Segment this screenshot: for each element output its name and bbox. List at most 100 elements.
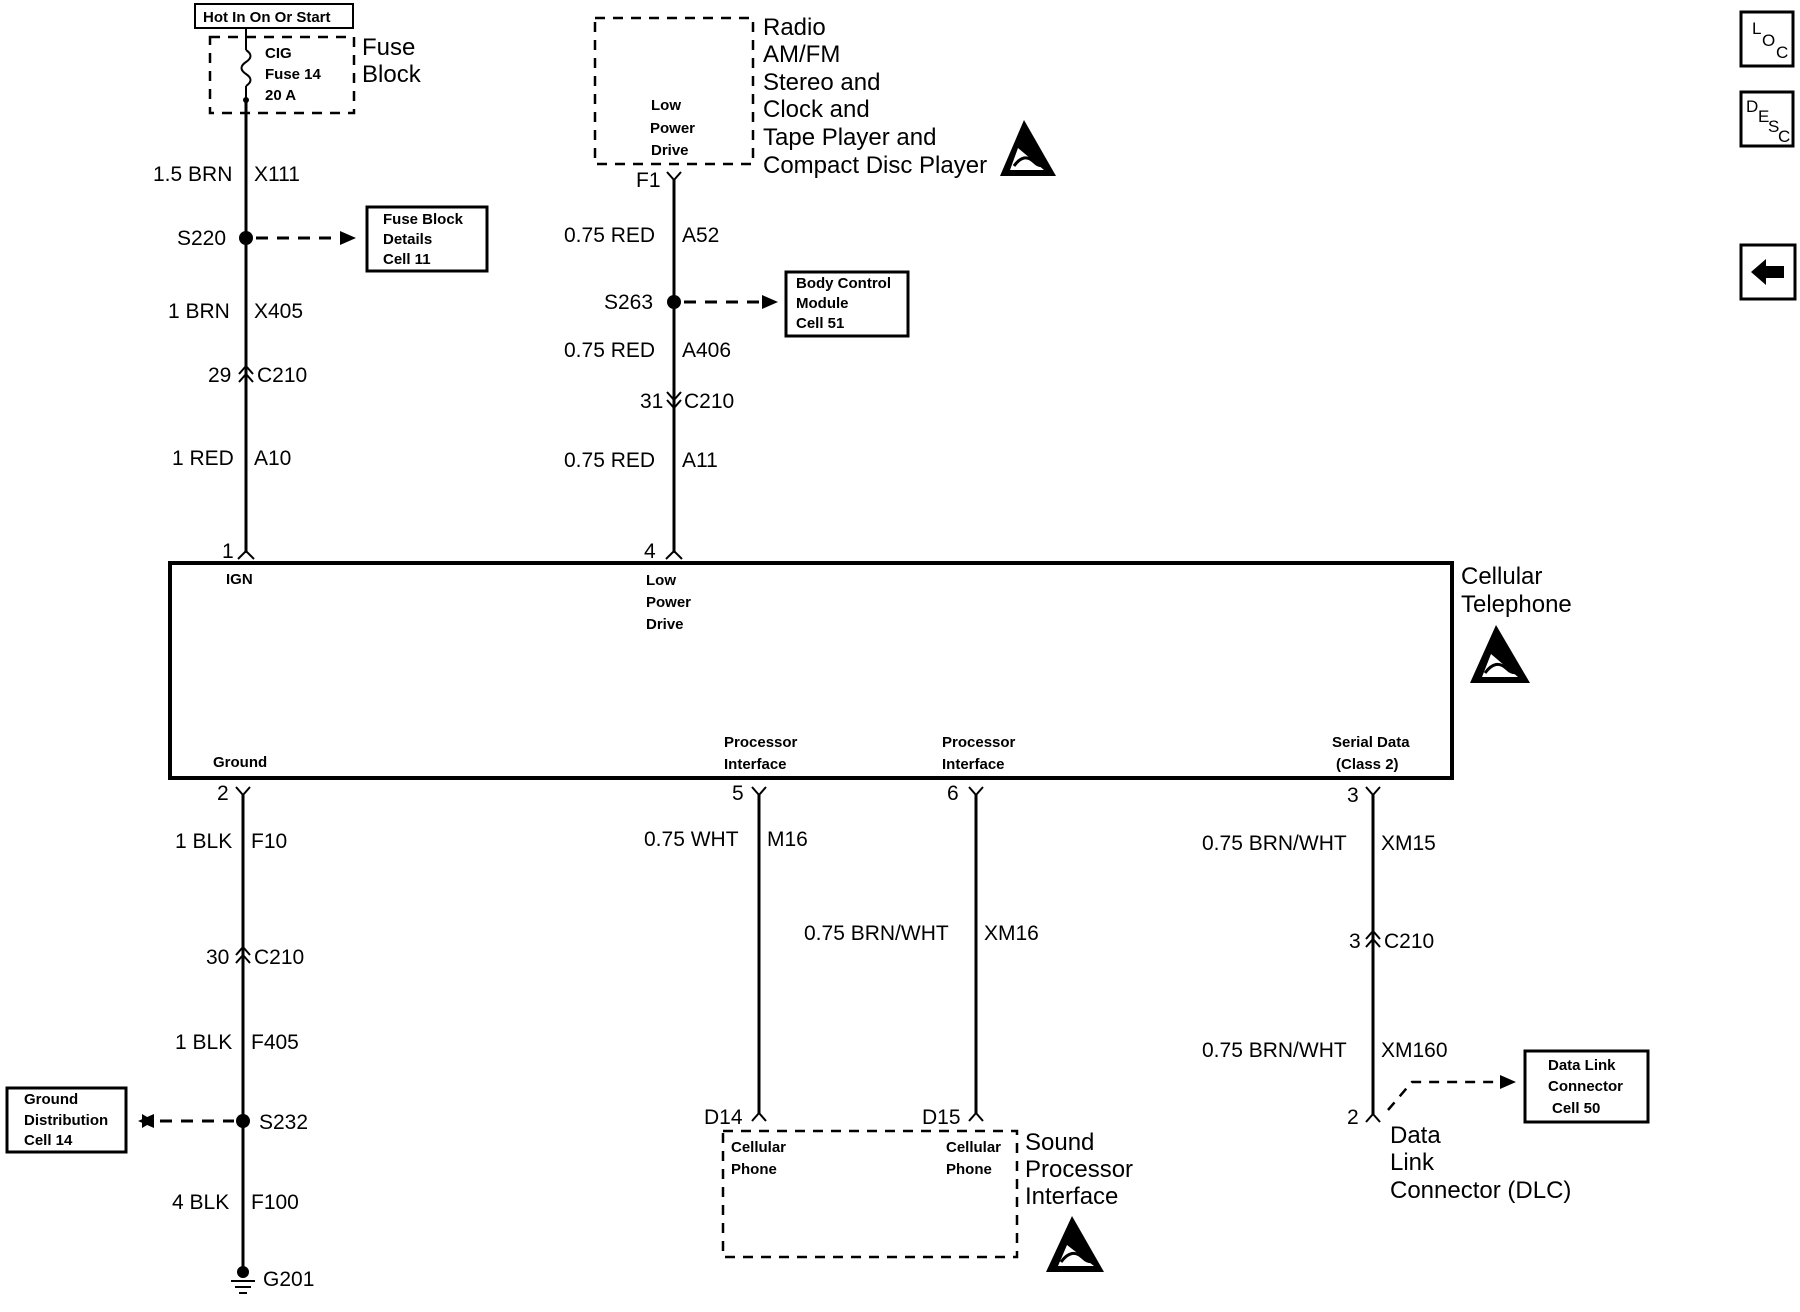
- wire-circuit: A10: [254, 447, 291, 470]
- svg-text:C: C: [1776, 43, 1788, 62]
- fuse-rating: 20 A: [265, 87, 296, 104]
- sound-terminal: D14: [704, 1106, 743, 1129]
- body-control-module-ref-box[interactable]: Body Control Module Cell 51: [784, 270, 910, 338]
- wire-spec: 0.75 RED: [564, 449, 655, 472]
- svg-text:Clock and: Clock and: [763, 96, 870, 123]
- svg-text:Cell 51: Cell 51: [796, 315, 844, 332]
- desc-button[interactable]: D E S C: [1739, 90, 1795, 148]
- connector-name: C210: [1384, 930, 1434, 953]
- svg-text:Cell 11: Cell 11: [383, 251, 431, 268]
- splice-label: S263: [604, 291, 653, 314]
- connector-pin: 3: [1349, 930, 1361, 953]
- svg-text:E: E: [1758, 107, 1769, 126]
- phone-pin-number: 4: [644, 540, 656, 563]
- loc-label: L: [1752, 19, 1761, 38]
- svg-text:Cell 14: Cell 14: [24, 1132, 73, 1149]
- fuse-block-label: Fuse: [362, 34, 415, 61]
- splice-label: S220: [177, 227, 226, 250]
- connector-symbol: [1365, 929, 1381, 948]
- esd-warning-icon: [1000, 120, 1056, 176]
- wire-circuit: A406: [682, 339, 731, 362]
- wire-spec: 0.75 BRN/WHT: [1202, 832, 1347, 855]
- sound-pin-label: Phone: [946, 1161, 992, 1178]
- svg-text:Distribution: Distribution: [24, 1112, 108, 1129]
- wire-circuit: M16: [767, 828, 808, 851]
- svg-text:C: C: [1778, 127, 1790, 146]
- phone-pin-label: IGN: [226, 571, 253, 588]
- splice-label: S232: [259, 1111, 308, 1134]
- wire-circuit: F405: [251, 1031, 299, 1054]
- connector-symbol: [666, 391, 682, 410]
- ground-distribution-ref-box[interactable]: Ground Distribution Cell 14: [5, 1086, 128, 1154]
- wire-circuit: XM15: [1381, 832, 1436, 855]
- phone-pin-label: Low: [646, 572, 676, 589]
- esd-warning-icon: [1046, 1216, 1104, 1272]
- wire-spec: 0.75 WHT: [644, 828, 739, 851]
- phone-pin-label: Interface: [942, 756, 1005, 773]
- pin-terminal: [665, 549, 683, 560]
- svg-text:Body Control: Body Control: [796, 275, 891, 292]
- splice-dot: [236, 1114, 250, 1128]
- svg-text:Fuse Block: Fuse Block: [383, 211, 464, 228]
- sound-processor-label: Sound Processor Interface: [1025, 1129, 1133, 1210]
- svg-text:Interface: Interface: [1025, 1183, 1118, 1210]
- pin-terminal: [968, 786, 984, 797]
- connector-name: C210: [254, 946, 304, 969]
- connector-pin: 29: [208, 364, 231, 387]
- phone-pin-label: Processor: [724, 734, 798, 751]
- svg-text:AM/FM: AM/FM: [763, 41, 840, 68]
- wire-spec: 4 BLK: [172, 1191, 229, 1214]
- radio-internal-label: Drive: [651, 142, 689, 159]
- phone-pin-number: 2: [217, 782, 229, 805]
- back-button[interactable]: [1739, 243, 1797, 301]
- fuse-number: Fuse 14: [265, 66, 322, 83]
- svg-text:Link: Link: [1390, 1149, 1435, 1176]
- pin-terminal: [751, 1111, 767, 1122]
- phone-pin-label: Interface: [724, 756, 787, 773]
- data-link-connector-ref-box[interactable]: Data Link Connector Cell 50: [1523, 1049, 1650, 1124]
- svg-text:Compact Disc Player: Compact Disc Player: [763, 152, 987, 179]
- phone-pin-number: 6: [947, 782, 959, 805]
- fuse-name: CIG: [265, 45, 292, 62]
- ground-label: G201: [263, 1268, 314, 1291]
- esd-warning-icon: [1470, 625, 1530, 683]
- svg-text:Hot In On Or Start: Hot In On Or Start: [203, 9, 331, 26]
- wire-circuit: F100: [251, 1191, 299, 1214]
- svg-text:Sound: Sound: [1025, 1129, 1094, 1156]
- wire-spec: 1 RED: [172, 447, 234, 470]
- sound-terminal: D15: [922, 1106, 961, 1129]
- wire-spec: 1.5 BRN: [153, 163, 232, 186]
- svg-text:Stereo and: Stereo and: [763, 69, 880, 96]
- svg-text:Ground: Ground: [24, 1091, 78, 1108]
- fuse-symbol: [240, 28, 252, 103]
- phone-pin-label: Ground: [213, 754, 267, 771]
- phone-pin-number: 3: [1347, 784, 1359, 807]
- pin-terminal: [968, 1111, 984, 1122]
- pin-terminal: [1365, 786, 1381, 797]
- wire-circuit: X111: [254, 163, 300, 186]
- sound-processor-outline: [721, 1129, 1019, 1259]
- connector-pin: 31: [640, 390, 663, 413]
- ground-icon: [231, 1266, 255, 1294]
- sound-pin-label: Cellular: [946, 1139, 1001, 1156]
- loc-button[interactable]: L O C: [1739, 10, 1795, 68]
- splice-dot: [239, 231, 253, 245]
- fuse-block-ref-box[interactable]: Fuse Block Details Cell 11: [365, 205, 489, 273]
- dlc-ref-arrow: [1387, 1075, 1516, 1111]
- connector-pin: 30: [206, 946, 229, 969]
- pin-terminal: [237, 549, 255, 560]
- svg-text:Connector (DLC): Connector (DLC): [1390, 1177, 1571, 1204]
- wire-circuit: A11: [682, 449, 718, 472]
- wire-spec: 1 BRN: [168, 300, 230, 323]
- wire-circuit: F10: [251, 830, 287, 853]
- wire-circuit: A52: [682, 224, 719, 247]
- connector-symbol: [238, 364, 254, 383]
- ground-ref-arrow: [138, 1114, 234, 1128]
- pin-terminal: [1365, 1112, 1381, 1123]
- sound-pin-label: Phone: [731, 1161, 777, 1178]
- svg-text:Processor: Processor: [1025, 1156, 1133, 1183]
- phone-pin-label: (Class 2): [1336, 756, 1399, 773]
- wire-spec: 0.75 RED: [564, 224, 655, 247]
- cellular-telephone-module: [168, 561, 1454, 780]
- svg-text:Radio: Radio: [763, 14, 826, 41]
